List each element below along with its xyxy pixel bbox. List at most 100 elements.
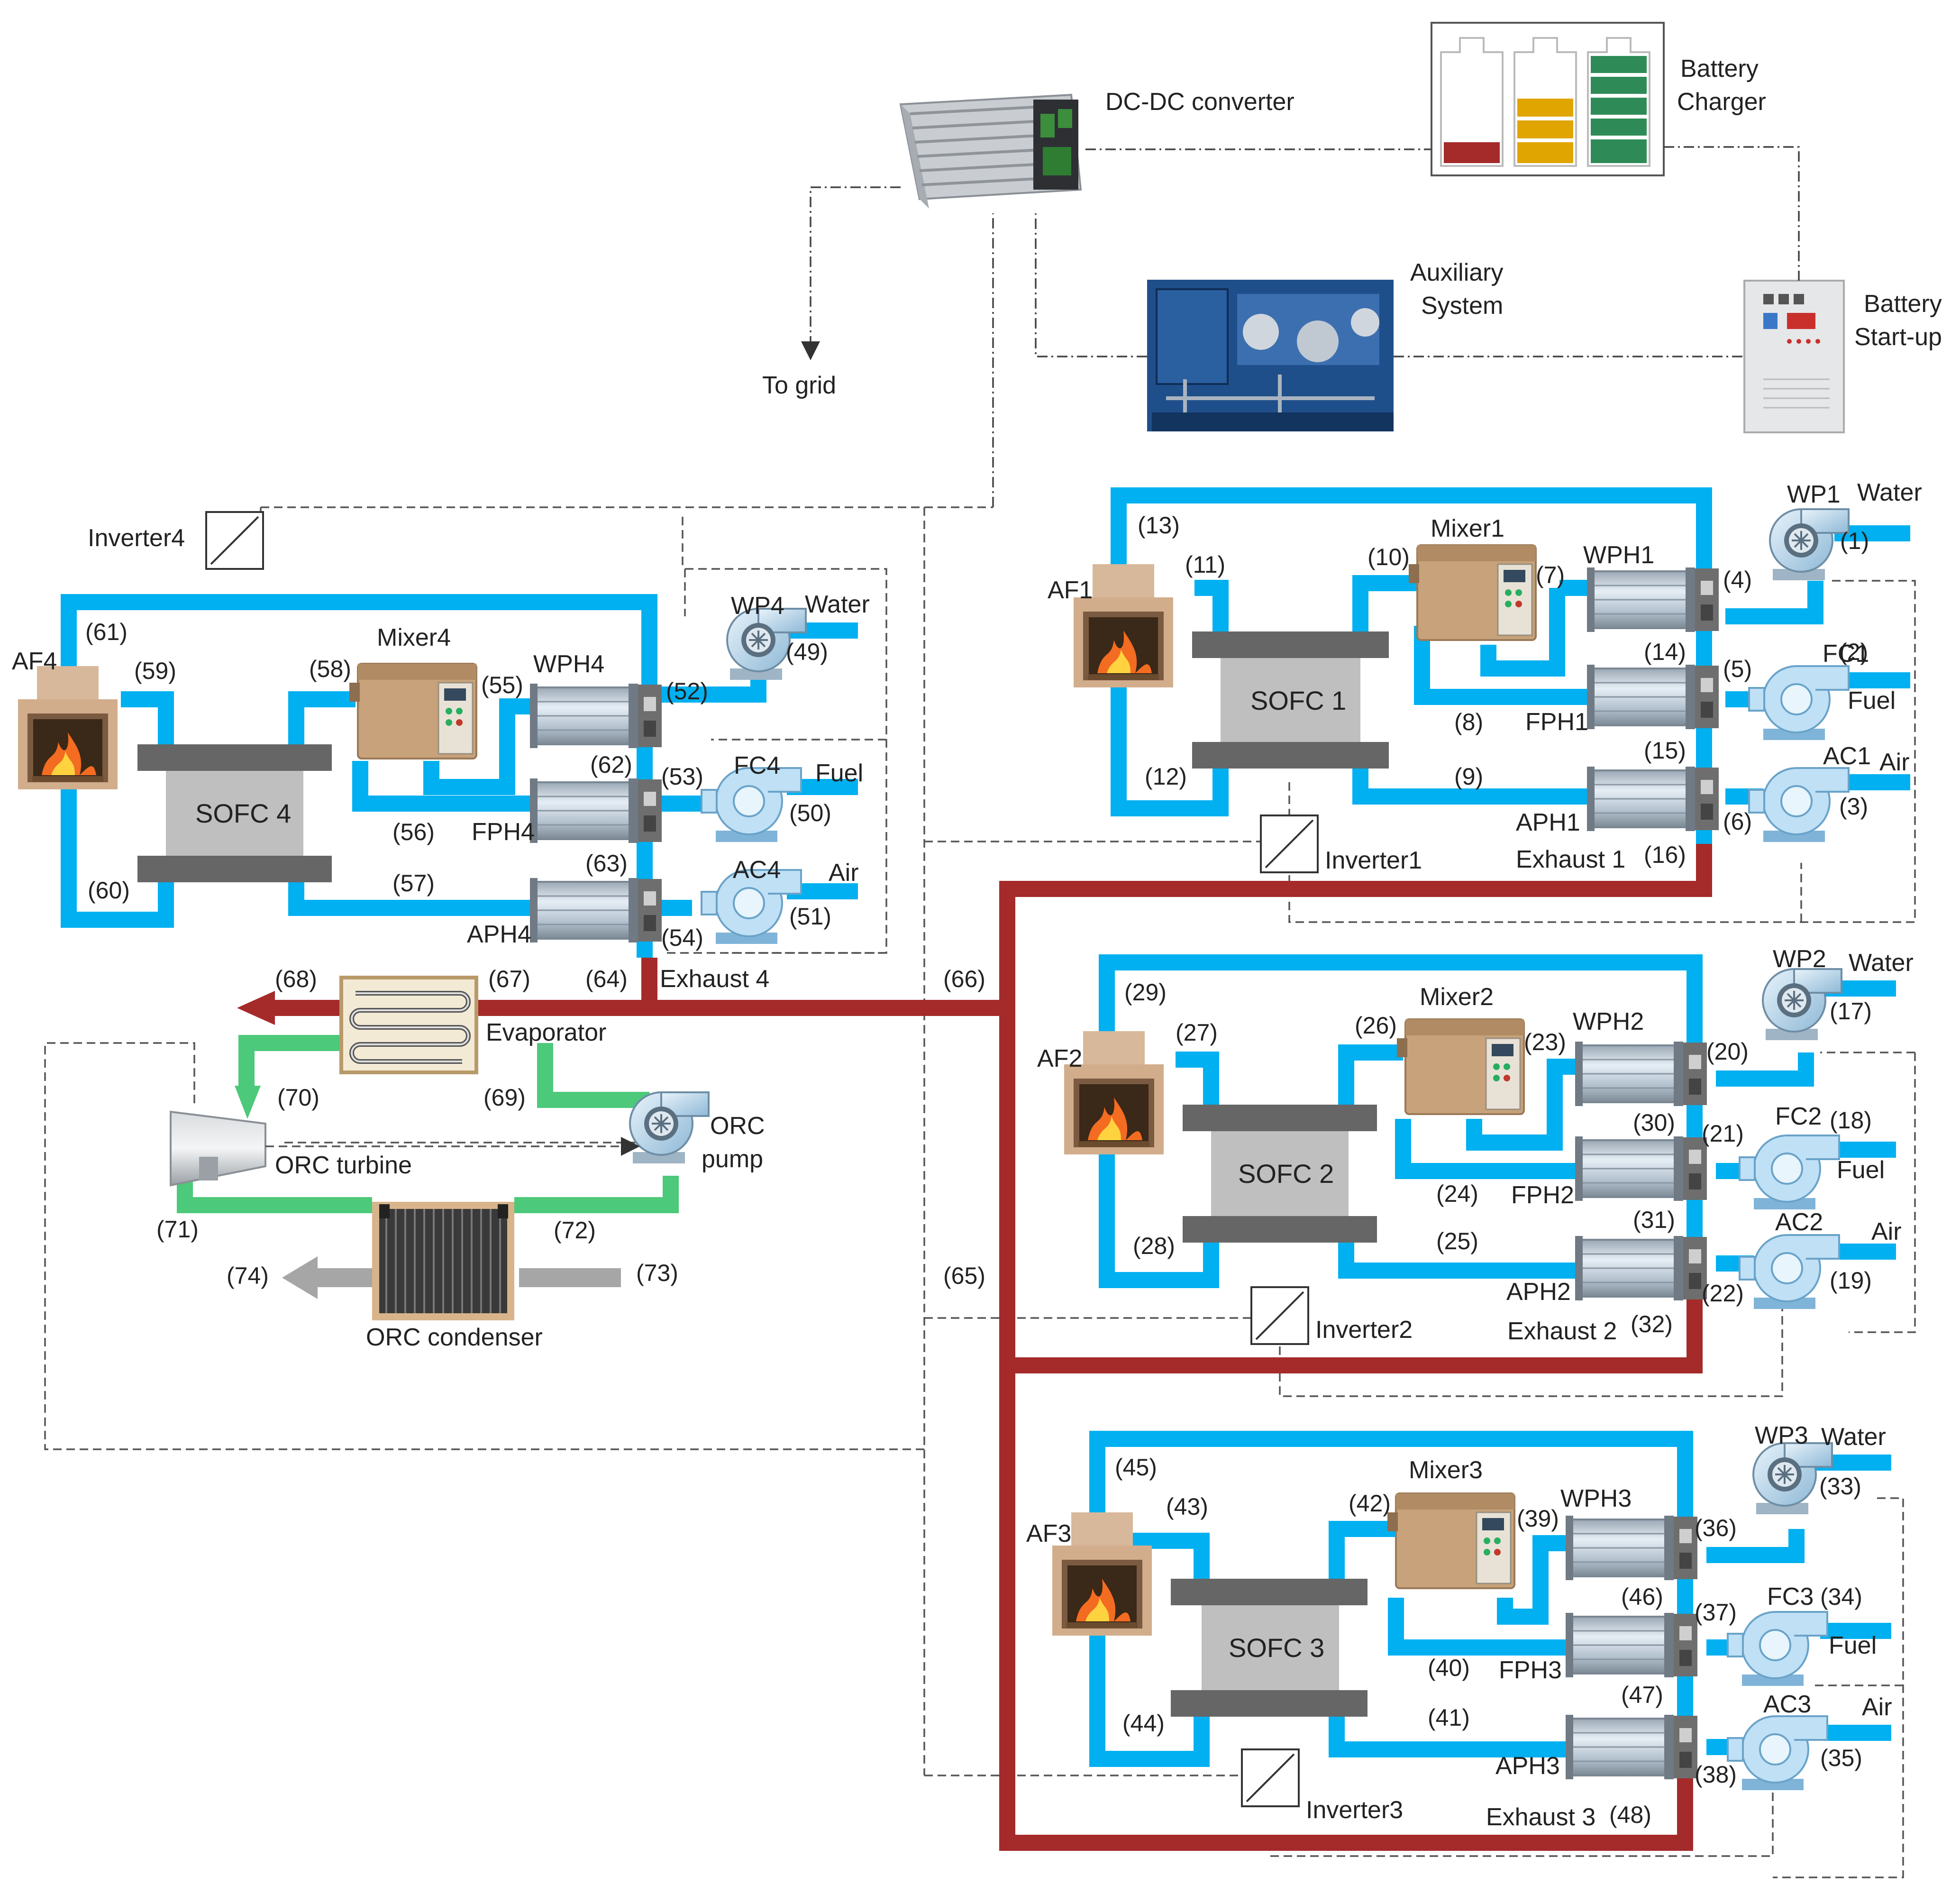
state-49: (49) xyxy=(786,639,828,665)
state-11: (11) xyxy=(1185,551,1225,578)
fuel3-label: Fuel xyxy=(1829,1632,1877,1659)
fc4-label: FC4 xyxy=(734,752,780,779)
battery-charger-label-2: Charger xyxy=(1677,88,1766,116)
sofc-4-body xyxy=(166,771,303,857)
ac4-label: AC4 xyxy=(733,856,781,884)
power-collection-lines xyxy=(44,506,1916,1878)
state-45: (45) xyxy=(1115,1454,1157,1481)
state-19: (19) xyxy=(1830,1267,1872,1294)
state-40: (40) xyxy=(1428,1655,1470,1681)
water3-label: Water xyxy=(1821,1423,1886,1451)
evaporator-label: Evaporator xyxy=(486,1019,606,1046)
evaporator-icon xyxy=(339,976,478,1074)
exhaust2-label: Exhaust 2 xyxy=(1507,1318,1617,1345)
aph4-label: APH4 xyxy=(467,921,531,948)
orc-pump-label-1: ORC xyxy=(710,1112,765,1140)
fph3-label: FPH3 xyxy=(1499,1656,1562,1684)
af4-label: AF4 xyxy=(12,648,57,675)
mixer3-label: Mixer3 xyxy=(1409,1456,1483,1484)
state-63: (63) xyxy=(585,850,628,877)
state-59: (59) xyxy=(134,658,176,684)
heat-exchanger-icon xyxy=(529,778,663,844)
state-32: (32) xyxy=(1631,1311,1673,1337)
wp2-label: WP2 xyxy=(1773,945,1826,973)
sofc-4-top-plate xyxy=(137,744,332,771)
pump-icon xyxy=(1769,508,1850,581)
air4-label: Air xyxy=(829,859,859,887)
state-6: (6) xyxy=(1723,808,1752,835)
exhaust1-label: Exhaust 1 xyxy=(1516,846,1625,873)
fph1-label: FPH1 xyxy=(1525,708,1588,736)
battery-startup-label-2: Start-up xyxy=(1854,323,1942,351)
heat-exchanger-icon xyxy=(529,877,663,943)
orc-turbine-icon xyxy=(170,1110,266,1187)
mixer-icon xyxy=(348,663,477,759)
state-41: (41) xyxy=(1428,1704,1470,1731)
air2-label: Air xyxy=(1871,1218,1902,1245)
fc1-label: FC1 xyxy=(1823,640,1869,668)
sofc-unit-1: SOFC 1 xyxy=(1074,487,1910,873)
state-34: (34) xyxy=(1820,1583,1862,1610)
state-25: (25) xyxy=(1436,1228,1478,1254)
state-70: (70) xyxy=(277,1084,319,1111)
water4-label: Water xyxy=(805,591,870,618)
sofc-4-label: SOFC 4 xyxy=(195,798,291,828)
fph4-label: FPH4 xyxy=(472,818,535,846)
sofc-3-top-plate xyxy=(1171,1579,1367,1605)
state-38: (38) xyxy=(1695,1761,1737,1788)
ac2-label: AC2 xyxy=(1775,1208,1823,1236)
state-54: (54) xyxy=(661,924,703,951)
mixer-icon xyxy=(1386,1492,1515,1589)
fuel2-label: Fuel xyxy=(1837,1156,1885,1184)
state-46: (46) xyxy=(1621,1583,1663,1610)
state-43: (43) xyxy=(1166,1493,1208,1520)
sofc-3-bottom-plate xyxy=(1171,1690,1367,1717)
state-71: (71) xyxy=(156,1216,199,1243)
state-61: (61) xyxy=(85,619,128,645)
inverter-icon xyxy=(1250,1286,1309,1345)
heat-exchanger-icon xyxy=(1565,1612,1698,1678)
inverter-icon xyxy=(205,511,264,570)
inverter2-label: Inverter2 xyxy=(1315,1316,1413,1344)
ac3-label: AC3 xyxy=(1763,1691,1811,1718)
battery-charger-label-1: Battery xyxy=(1680,55,1759,82)
sofc-2-label: SOFC 2 xyxy=(1238,1159,1334,1189)
aph2-label: APH2 xyxy=(1506,1278,1571,1306)
mixer4-label: Mixer4 xyxy=(377,624,451,651)
water2-label: Water xyxy=(1849,949,1914,977)
orc-pump-label-2: pump xyxy=(702,1145,763,1173)
mixer2-label: Mixer2 xyxy=(1420,983,1494,1011)
inverter1-label: Inverter1 xyxy=(1325,847,1422,874)
state-20: (20) xyxy=(1706,1038,1749,1065)
state-53: (53) xyxy=(661,763,703,790)
state-33: (33) xyxy=(1819,1473,1861,1500)
water1-label: Water xyxy=(1857,479,1922,506)
dcdc-converter-icon xyxy=(899,93,1082,209)
wph4-label: WPH4 xyxy=(533,650,604,678)
state-2: (2) xyxy=(1839,639,1868,665)
fc2-label: FC2 xyxy=(1775,1103,1822,1130)
state-14: (14) xyxy=(1644,639,1686,665)
heat-exchanger-icon xyxy=(1565,1515,1698,1581)
state-17: (17) xyxy=(1830,998,1872,1025)
state-15: (15) xyxy=(1644,737,1686,764)
af1-label: AF1 xyxy=(1048,576,1093,604)
sofc-1-top-plate xyxy=(1192,631,1389,658)
state-5: (5) xyxy=(1723,656,1752,682)
state-9: (9) xyxy=(1454,763,1483,790)
orc-subsystem xyxy=(170,976,710,1320)
state-47: (47) xyxy=(1621,1682,1663,1708)
auxiliary-system-label-1: Auxiliary xyxy=(1410,259,1504,286)
compressor-icon xyxy=(1739,1135,1840,1210)
state-21: (21) xyxy=(1702,1120,1744,1147)
state-3: (3) xyxy=(1839,793,1868,820)
state-10: (10) xyxy=(1367,544,1410,570)
state-44: (44) xyxy=(1122,1710,1165,1737)
sofc-unit-3: SOFC 3 xyxy=(1052,1431,1891,1807)
sofc-1-label: SOFC 1 xyxy=(1250,686,1346,715)
compressor-icon xyxy=(1727,1715,1828,1791)
heat-exchanger-icon xyxy=(1586,766,1720,832)
auxiliary-system-label-2: System xyxy=(1421,292,1503,320)
sofc-unit-2: SOFC 2 xyxy=(1064,954,1896,1345)
state-36: (36) xyxy=(1695,1515,1737,1541)
